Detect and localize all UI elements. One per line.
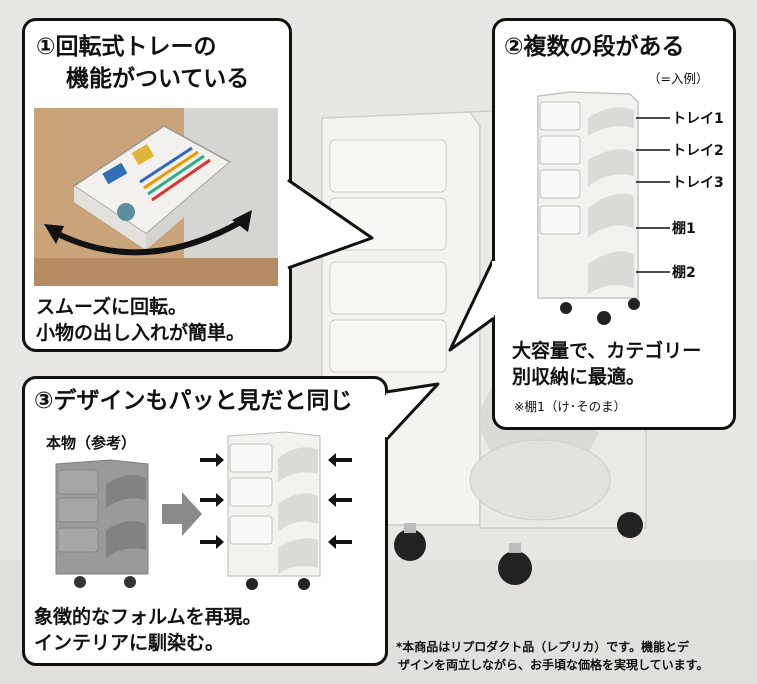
tier-label-shelf2: 棚2: [672, 265, 696, 281]
comparison-arrow-icon: [162, 492, 202, 536]
panel3-caption-line1: 象徴的なフォルムを再現。: [34, 606, 262, 628]
tier-label-tray2: トレイ2: [672, 143, 724, 159]
panel2-caption-line2: 別収納に最適。: [512, 366, 646, 388]
original-trolley-illustration: [55, 459, 149, 588]
panel3-title: ③デザインもパッと見だと同じ: [34, 388, 353, 414]
tier-label-shelf1: 棚1: [672, 221, 696, 237]
original-product-label: 本物（参考）: [46, 434, 137, 452]
tier-label-tray3: トレイ3: [672, 175, 724, 191]
replica-disclaimer-line2: ザインを両立しながら、お手頃な価格を実現しています。: [398, 658, 709, 672]
panel1-caption-line2: 小物の出し入れが簡単。: [36, 322, 246, 344]
panel1-caption-line1: スムーズに回転。: [36, 296, 188, 318]
tier-label-tray1: トレイ1: [672, 111, 724, 127]
rotating-tray-photo: [34, 108, 278, 286]
panel1-title-line2: 機能がついている: [66, 66, 250, 92]
panel3-caption-line2: インテリアに馴染む。: [34, 632, 225, 654]
panel2-title: ②複数の段がある: [504, 34, 685, 60]
panel2-note: ※棚1（け･そのま）: [514, 399, 627, 414]
tiered-trolley-illustration: [537, 91, 640, 325]
panel1-title-line1: ①回転式トレーの: [36, 34, 217, 60]
replica-disclaimer-line1: *本商品はリプロダクト品（レプリカ）です。機能とデ: [396, 640, 690, 654]
panel2-caption-line1: 大容量で、カテゴリー: [512, 340, 702, 362]
replica-trolley-illustration: [200, 431, 352, 590]
panel2-subnote: （=入例）: [648, 71, 709, 86]
